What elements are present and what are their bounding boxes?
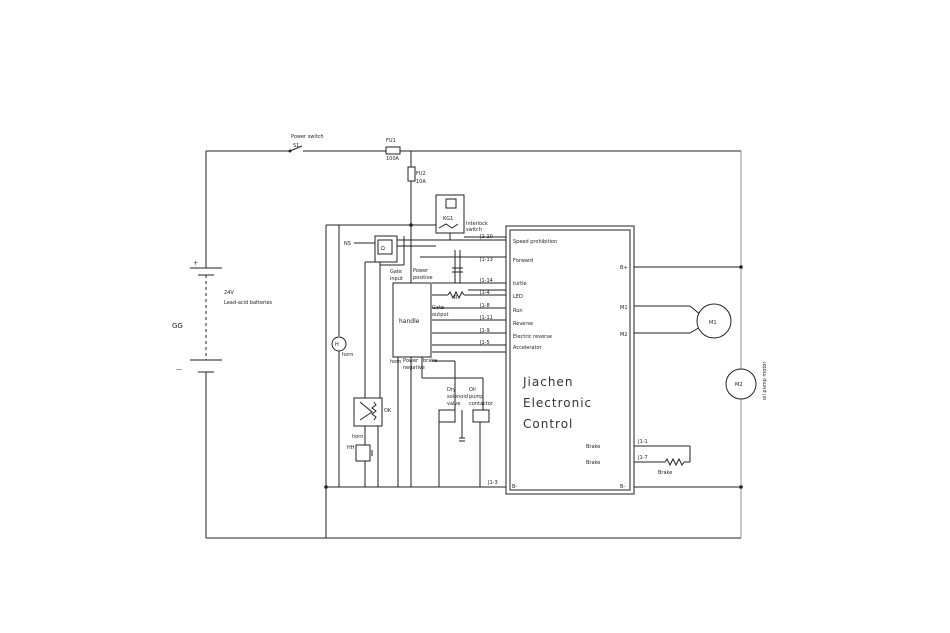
power-switch-s1: Power switch S1 <box>288 134 324 153</box>
reverse-label: Reverse <box>513 321 533 327</box>
speed-prohibition-label: Speed prohibition <box>513 239 557 245</box>
j-label-5: J1-11 <box>479 315 493 321</box>
top-small-label: NS <box>344 241 351 247</box>
led-label: LED <box>513 294 523 300</box>
brake-2-label: Brake <box>586 460 600 466</box>
dry-solenoid-valve: Dry solenoid valve <box>438 387 468 487</box>
svg-text:—: — <box>176 366 182 373</box>
ok-relay: OK horn HH <box>347 261 392 487</box>
main-wiring <box>205 150 742 539</box>
b-minus-left-label: B- <box>512 484 517 490</box>
dry-solenoid-a: Dry <box>447 387 456 393</box>
handle-label: handle <box>399 318 420 325</box>
m1-terminal-label: M1 <box>620 305 628 311</box>
controller-line-3: Control <box>523 417 573 431</box>
battery-id: GG <box>172 322 183 330</box>
interlock-label: Interlock <box>466 221 488 227</box>
power-switch-label: Power switch <box>291 134 324 140</box>
run-label: Run <box>513 308 523 314</box>
svg-text:+: + <box>193 260 198 267</box>
s1-label: S1 <box>293 143 299 149</box>
svg-text:Ω: Ω <box>381 246 385 252</box>
horn-h1: H horn <box>331 225 353 487</box>
electric-reverse-label: Electric reverse <box>513 334 552 340</box>
gate-input-b: input <box>390 276 403 282</box>
j-label-0: J1-10 <box>479 234 493 240</box>
b-minus-right-label: B- <box>620 484 625 490</box>
j-label-6: J1-9 <box>479 328 490 334</box>
gate-output-b: output <box>432 312 449 318</box>
m2-terminal-label: M2 <box>620 332 628 338</box>
gate-output-a: Gate <box>432 305 444 311</box>
interlock-switch-kg1: KG1 Interlock switch <box>435 194 506 240</box>
ok-label: OK <box>384 408 392 414</box>
junctions <box>324 223 743 489</box>
brake-1-label: Brake <box>586 444 600 450</box>
svg-text:H: H <box>335 342 339 348</box>
horn-label: horn <box>390 359 401 365</box>
j-label-7: J1-5 <box>479 340 490 346</box>
signal-lines: J1-10 J1-13 J1-14 J1-4 J1-8 J1-11 J1-9 J… <box>420 234 506 486</box>
fu2-label: FU2 <box>416 171 426 177</box>
forward-label: Forward <box>513 258 533 264</box>
j-label-4: J1-8 <box>479 303 490 309</box>
j-label-1: J1-13 <box>479 257 493 263</box>
power-positive-b: positive <box>413 275 433 281</box>
motor-m1-label: M1 <box>709 320 717 326</box>
j-label-8: J1-3 <box>487 480 498 486</box>
j-right-1: J1-7 <box>637 455 648 461</box>
top-relay: Ω NS <box>344 235 506 266</box>
controller: Speed prohibition Forward turtle LED Run… <box>505 225 635 495</box>
handle-block: handle Gate input Power positive Gate ou… <box>379 262 484 487</box>
motor-m2: M2 oil pump motor <box>725 361 768 400</box>
j-label-3: J1-4 <box>479 290 490 296</box>
brake-left-label: horn <box>352 434 363 440</box>
battery-type: Lead-acid batteries <box>224 300 273 306</box>
oil-pump-a: Oil <box>469 387 476 393</box>
dry-solenoid-b: solenoid <box>447 394 468 400</box>
j-label-2: J1-14 <box>479 278 493 284</box>
motor-m1: M1 <box>634 303 732 339</box>
b-plus-label: B+ <box>620 265 628 271</box>
turtle-label: turtle <box>513 281 527 287</box>
fu1-label: FU1 <box>386 138 396 144</box>
horn-h1-label: horn <box>342 352 353 358</box>
brake-resistor-label: Brake <box>658 470 672 476</box>
j-right-0: J1-1 <box>637 439 648 445</box>
oil-pump-contactor: Oil pump contactor <box>469 387 494 487</box>
resistor-r-label: R <box>454 295 458 301</box>
interlock-label-2: switch <box>466 227 482 233</box>
brake-label: brake <box>423 358 437 364</box>
fu1-rating: 100A <box>386 156 400 162</box>
gate-input-a: Gate <box>390 269 402 275</box>
dry-solenoid-c: valve <box>447 401 460 407</box>
power-negative-a: Power <box>403 358 419 364</box>
motor-m2-label: M2 <box>735 382 743 388</box>
battery-voltage: 24V <box>224 290 234 296</box>
controller-line-1: Jiachen <box>522 375 573 389</box>
kg1-label: KG1 <box>443 216 453 222</box>
oil-pump-c: contactor <box>469 401 494 407</box>
battery-gg: + — 24V Lead-acid batteries GG <box>172 260 273 373</box>
relay-hh-label: HH <box>347 445 355 451</box>
brake-resistor: J1-1 J1-7 Brake <box>634 439 691 476</box>
fu2-rating: 10A <box>416 179 426 185</box>
power-negative-b: negative <box>403 365 425 371</box>
accelerator-label: Accelerator <box>513 345 543 351</box>
fuse-fu1: FU1 100A <box>385 138 401 162</box>
oil-pump-b: pump <box>469 394 483 400</box>
controller-line-2: Electronic <box>523 396 592 410</box>
oil-pump-motor-label: oil pump motor <box>762 361 768 400</box>
power-positive-a: Power <box>413 268 429 274</box>
